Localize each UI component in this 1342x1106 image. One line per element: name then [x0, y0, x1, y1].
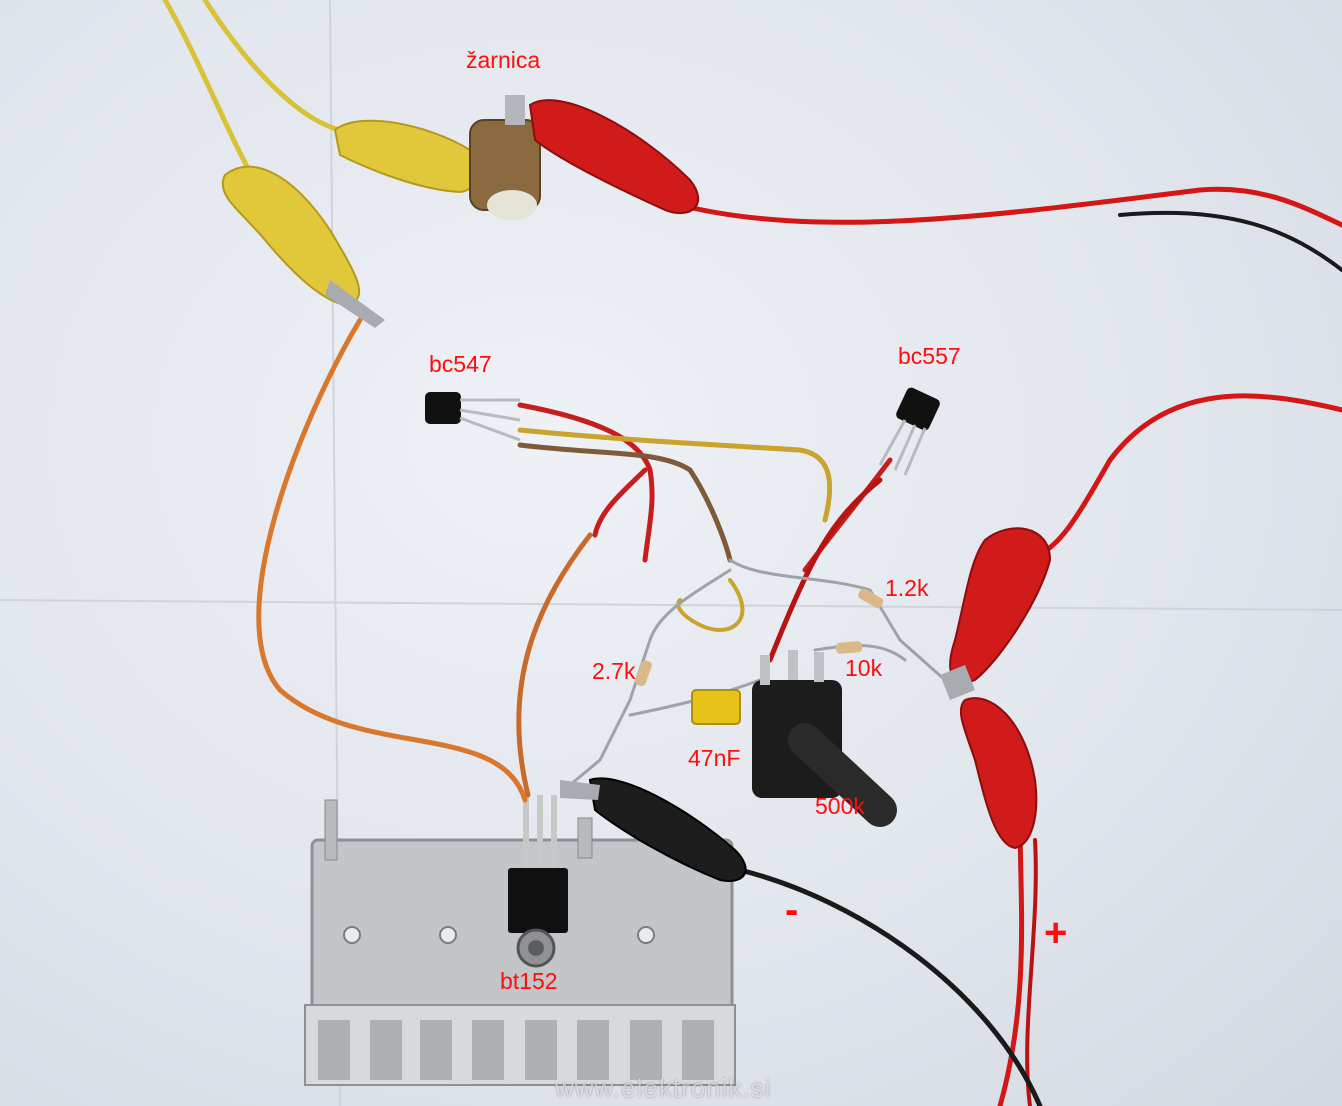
label-10k: 10k	[845, 655, 883, 681]
capacitor	[691, 689, 741, 725]
label-500k: 500k	[815, 793, 865, 819]
wire-pnp-2	[767, 477, 883, 663]
black-clip	[560, 777, 747, 882]
label-bc557: bc557	[898, 343, 961, 369]
wire-yellow-2	[202, 0, 343, 133]
label-1-2k: 1.2k	[885, 575, 929, 601]
wire-red-top	[677, 186, 1342, 228]
label-lamp: žarnica	[466, 47, 541, 73]
label-minus: -	[785, 888, 799, 932]
lead-silver-2	[568, 568, 732, 787]
resistors	[634, 588, 884, 687]
label-plus: +	[1044, 911, 1068, 955]
lamp	[469, 95, 541, 220]
wire-orange-short	[516, 532, 593, 798]
wire-bundle-a	[517, 402, 655, 563]
red-clips	[528, 99, 1052, 850]
thyristor	[508, 795, 568, 968]
wire-bundle-d	[592, 467, 648, 538]
watermark: www.elektronik.si	[555, 1073, 772, 1103]
wire-tan	[676, 578, 745, 632]
label-bc547: bc547	[429, 351, 492, 377]
transistor-bc557	[878, 387, 940, 476]
yellow-clips	[221, 119, 480, 328]
label-2-7k: 2.7k	[592, 658, 636, 684]
lead-silver-4	[813, 644, 907, 662]
wire-black-top	[1118, 210, 1342, 272]
wire-yellow-1	[162, 0, 263, 193]
wire-red-long-right	[1027, 393, 1342, 563]
wire-red-down-2	[1025, 838, 1038, 1106]
potentiometer	[752, 650, 897, 827]
label-47nf: 47nF	[688, 745, 741, 771]
wire-red-down	[997, 817, 1025, 1106]
wire-orange-long	[256, 317, 528, 803]
transistor-bc547	[425, 392, 521, 442]
wire-black-low	[737, 867, 1043, 1106]
label-bt152: bt152	[500, 968, 558, 994]
wire-bundle-c	[517, 442, 733, 563]
wires	[162, 0, 1342, 1106]
wire-bundle-b	[517, 427, 833, 523]
lead-silver-1	[728, 558, 947, 682]
